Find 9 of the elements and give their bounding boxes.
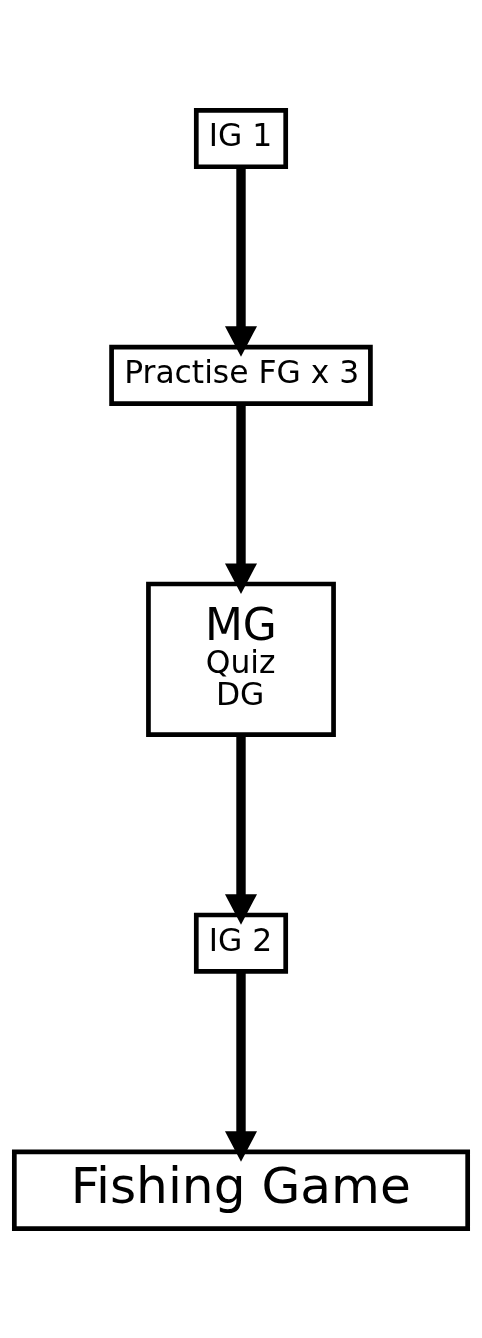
arrow xyxy=(224,971,258,1162)
arrow xyxy=(224,403,258,594)
node-box: Fishing Game xyxy=(11,1149,471,1231)
node-box: IG 1 xyxy=(193,107,289,169)
node-box: Practise FG x 3 xyxy=(109,344,373,406)
arrow xyxy=(224,166,258,357)
node-box: IG 2 xyxy=(193,912,289,974)
node-box: MG Quiz DG xyxy=(146,581,336,737)
arrow xyxy=(224,734,258,925)
